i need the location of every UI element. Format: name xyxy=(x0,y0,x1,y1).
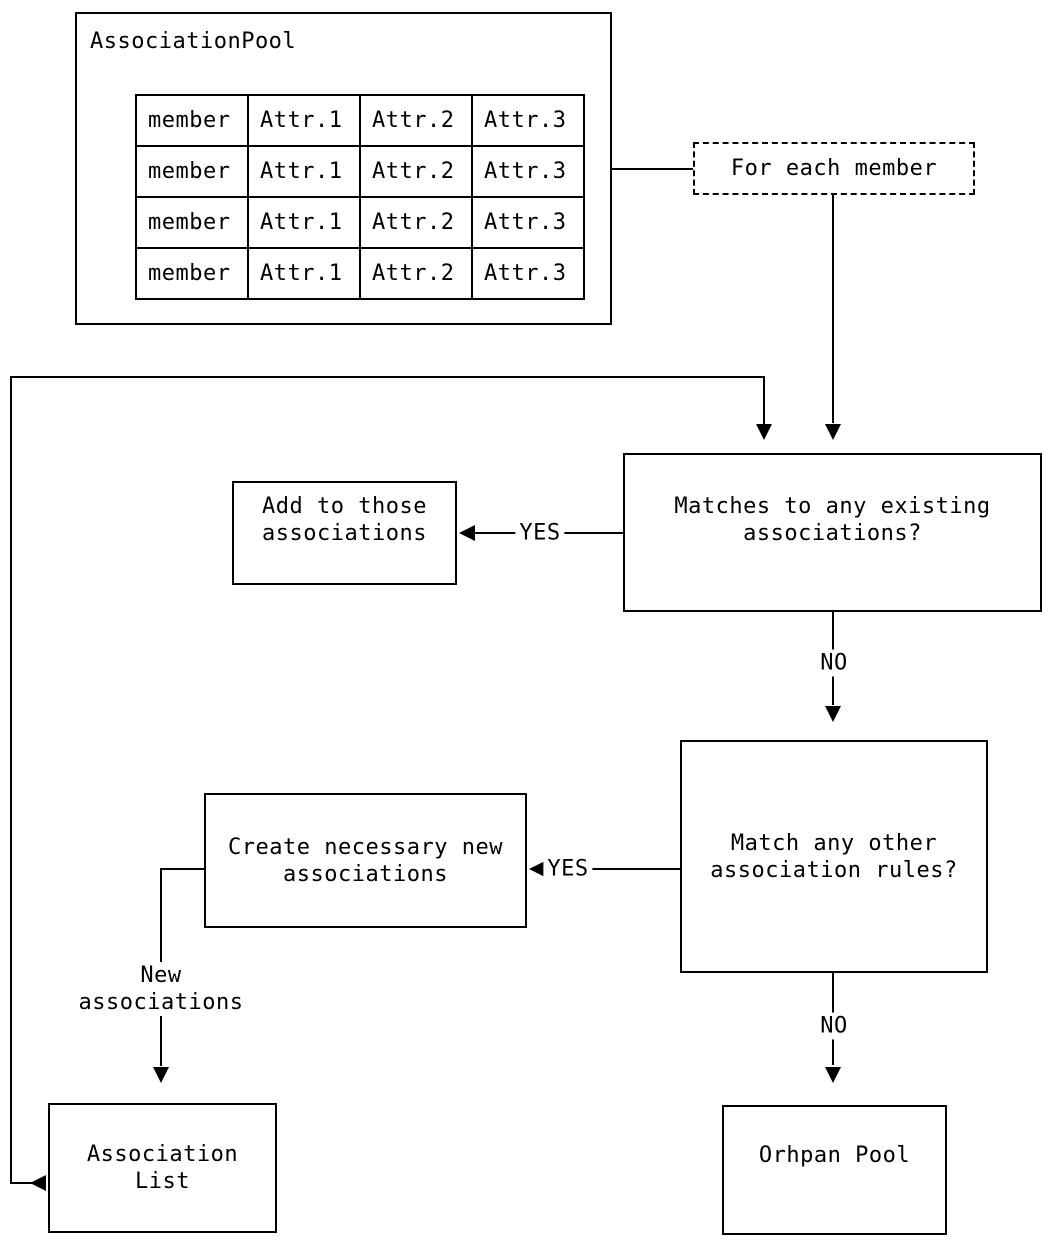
table-row: member Attr.1 Attr.2 Attr.3 xyxy=(135,196,585,249)
feedback-edge-left xyxy=(10,376,12,1184)
edge-create-to-list-horizontal xyxy=(162,868,204,870)
arrow-down-icon xyxy=(825,424,841,440)
table-cell: member xyxy=(135,247,249,300)
table-cell: Attr.2 xyxy=(359,145,473,198)
table-cell: member xyxy=(135,145,249,198)
table-cell: Attr.1 xyxy=(247,247,361,300)
table-row: member Attr.1 Attr.2 Attr.3 xyxy=(135,94,585,147)
arrow-down-icon xyxy=(153,1067,169,1083)
feedback-edge-bottom xyxy=(10,1182,32,1184)
member-table: member Attr.1 Attr.2 Attr.3 member Attr.… xyxy=(135,94,585,300)
table-cell: Attr.1 xyxy=(247,145,361,198)
decision-text-line: association rules? xyxy=(710,857,958,883)
edge-label-yes: YES xyxy=(543,855,593,883)
edge-label-new-associations: New associations xyxy=(74,962,248,1016)
decision-text-line: Match any other xyxy=(730,830,938,856)
edge-yes-to-create xyxy=(545,868,680,870)
edge-foreach-to-decision-existing xyxy=(832,195,834,423)
edge-label-yes: YES xyxy=(515,519,565,547)
sink-text-line: List xyxy=(135,1169,190,1194)
edge-label-no: NO xyxy=(816,649,852,677)
table-cell: member xyxy=(135,196,249,249)
association-list-box: Association List xyxy=(48,1103,277,1233)
sink-text-line: Orhpan Pool xyxy=(758,1142,911,1168)
table-cell: member xyxy=(135,94,249,147)
decision-text-line: associations? xyxy=(743,520,922,546)
edge-label-line: New xyxy=(140,963,182,988)
decision-matches-existing-box: Matches to any existing associations? xyxy=(623,453,1042,612)
arrow-down-icon xyxy=(825,706,841,722)
table-cell: Attr.3 xyxy=(471,196,585,249)
edge-pool-to-foreach xyxy=(612,168,693,170)
orphan-pool-box: Orhpan Pool xyxy=(722,1105,947,1235)
table-cell: Attr.2 xyxy=(359,94,473,147)
table-cell: Attr.2 xyxy=(359,196,473,249)
feedback-edge-top xyxy=(10,376,765,378)
action-text-line: associations xyxy=(262,521,427,546)
decision-text-line: Matches to any existing xyxy=(674,493,991,519)
sink-text-line: Association xyxy=(86,1142,239,1167)
arrow-left-icon xyxy=(529,861,545,877)
table-cell: Attr.1 xyxy=(247,196,361,249)
association-pool-title: AssociationPool xyxy=(90,29,297,54)
table-cell: Attr.3 xyxy=(471,247,585,300)
table-row: member Attr.1 Attr.2 Attr.3 xyxy=(135,145,585,198)
edge-label-no: NO xyxy=(816,1012,852,1040)
table-cell: Attr.1 xyxy=(247,94,361,147)
decision-match-rules-box: Match any other association rules? xyxy=(680,740,988,973)
table-cell: Attr.3 xyxy=(471,145,585,198)
edge-label-line: associations xyxy=(78,990,244,1015)
arrow-left-icon xyxy=(459,525,475,541)
association-pool-box: AssociationPool member Attr.1 Attr.2 Att… xyxy=(75,12,612,325)
arrow-down-icon xyxy=(825,1067,841,1083)
arrow-left-icon xyxy=(30,1175,46,1191)
create-associations-box: Create necessary new associations xyxy=(204,793,527,928)
table-cell: Attr.2 xyxy=(359,247,473,300)
for-each-member-label: For each member xyxy=(730,156,938,181)
action-text-line: Create necessary new xyxy=(228,834,503,860)
feedback-edge-corner xyxy=(763,376,765,424)
for-each-member-box: For each member xyxy=(693,142,975,195)
action-text-line: Add to those xyxy=(262,494,427,519)
add-to-associations-box: Add to those associations xyxy=(232,481,457,585)
arrow-down-icon xyxy=(756,424,772,440)
action-text-line: associations xyxy=(283,861,448,887)
table-cell: Attr.3 xyxy=(471,94,585,147)
table-row: member Attr.1 Attr.2 Attr.3 xyxy=(135,247,585,300)
